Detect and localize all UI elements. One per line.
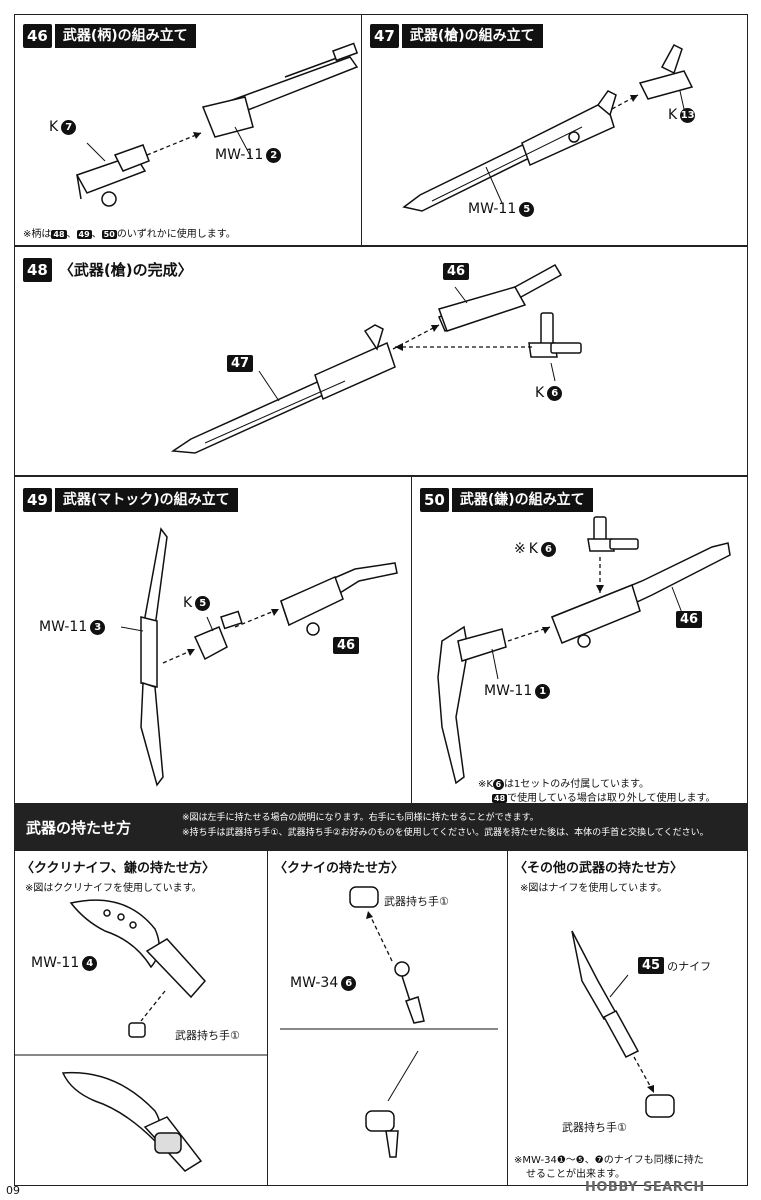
holding-col-3: 〈その他の武器の持たせ方〉 ※図はナイフを使用しています。 45 のナイフ 武器… <box>507 850 748 1186</box>
part-code: K <box>528 541 538 557</box>
ref-suffix: のナイフ <box>667 959 712 973</box>
step-label: 武器(槍)の組み立て <box>401 24 543 48</box>
part-code: K <box>49 119 59 135</box>
kukri-illustration <box>15 899 267 1172</box>
page-number: 09 <box>6 1184 20 1197</box>
col2-title: 〈クナイの持たせ方〉 <box>274 861 405 876</box>
ref-badge: 49 <box>76 230 92 239</box>
hand-label: 武器持ち手① <box>562 1121 627 1134</box>
sickle-assembly-illustration <box>437 516 731 785</box>
part-number: 6 <box>341 975 357 991</box>
step-number: 48 <box>23 258 52 282</box>
part-prefix: ※ <box>514 541 526 557</box>
banner-notes: ※図は左手に持たせる場合の説明になります。右手にも同様に持たせることができます。… <box>182 813 709 838</box>
part-number: 1 <box>535 683 551 699</box>
ref-badge-46: 46 <box>333 637 360 654</box>
ref-badge-47: 47 <box>227 355 254 372</box>
step-46-title: 46 武器(柄)の組み立て <box>23 23 196 49</box>
step-label: 武器(鎌)の組み立て <box>451 488 593 512</box>
part-code: K <box>183 595 193 611</box>
part-code: MW-11 <box>215 147 264 163</box>
part-label-mw11-2: MW-11 2 <box>215 147 282 163</box>
step-number: 46 <box>23 24 52 48</box>
part-number: 4 <box>82 955 98 971</box>
ref-badge: 50 <box>101 230 117 239</box>
ref-badge: 48 <box>492 794 508 803</box>
part-number: 3 <box>90 619 106 635</box>
hand-label: 武器持ち手① <box>175 1029 240 1042</box>
step-label: 武器(マトック)の組み立て <box>54 488 238 512</box>
step-50-title: 50 武器(鎌)の組み立て <box>420 487 593 513</box>
part-label-mw11-5: MW-11 5 <box>468 201 535 217</box>
part-number: 5 <box>519 201 535 217</box>
step-number: 50 <box>420 488 449 512</box>
step-label: 武器(柄)の組み立て <box>54 24 196 48</box>
part-label-k7: K 7 <box>49 119 77 135</box>
part-label-mw11-3: MW-11 3 <box>39 619 106 635</box>
part-code: K <box>535 385 545 401</box>
mattock-assembly-illustration <box>120 527 398 787</box>
ref-badge-46: 46 <box>676 611 703 628</box>
step-number: 49 <box>23 488 52 512</box>
step-number: 47 <box>370 24 399 48</box>
col3-bottom-note-2: せることが出来ます。 <box>526 1169 625 1180</box>
col1-note: ※図はククリナイフを使用しています。 <box>25 883 202 894</box>
part-code: MW-11 <box>31 955 80 971</box>
step-48-panel: 48 〈武器(槍)の完成〉 46 47 K 6 <box>14 246 748 476</box>
part-code: MW-34 <box>290 975 339 991</box>
spear-assembly-illustration <box>402 44 694 212</box>
step-label: 〈武器(槍)の完成〉 <box>58 261 193 279</box>
part-number: 2 <box>266 147 282 163</box>
handle-assembly-illustration <box>75 42 359 207</box>
step-49-panel: 49 武器(マトック)の組み立て K 5 MW-11 3 46 <box>14 476 412 804</box>
col3-title: 〈その他の武器の持たせ方〉 <box>514 861 684 876</box>
part-code: K <box>668 107 678 123</box>
part-number: 6 <box>492 779 504 790</box>
part-label-k6: ※ K 6 <box>514 541 556 557</box>
col1-title: 〈ククリナイフ、鎌の持たせ方〉 <box>21 861 215 876</box>
knife-illustration <box>571 930 675 1118</box>
part-number: 13 <box>680 107 696 123</box>
part-label-mw11-1: MW-11 1 <box>484 683 551 699</box>
step-49-title: 49 武器(マトック)の組み立て <box>23 487 238 513</box>
ref-badge: 48 <box>51 230 67 239</box>
part-number: 7 <box>61 119 77 135</box>
holding-col-2: 〈クナイの持たせ方〉 武器持ち手① MW-34 6 <box>267 850 508 1186</box>
col3-bottom-note-1: ※MW-34❶〜❺、❼のナイフも同様に持た <box>514 1155 704 1166</box>
col3-note: ※図はナイフを使用しています。 <box>520 883 668 894</box>
part-label-mw34-6: MW-34 6 <box>290 975 357 991</box>
step-48-title: 48 〈武器(槍)の完成〉 <box>23 257 197 283</box>
holding-col-1: 〈ククリナイフ、鎌の持たせ方〉 ※図はククリナイフを使用しています。 MW-11… <box>14 850 268 1186</box>
hand-label: 武器持ち手① <box>384 895 449 908</box>
part-code: MW-11 <box>468 201 517 217</box>
part-number: 5 <box>195 595 211 611</box>
part-label-k13: K 13 <box>668 107 696 123</box>
part-number: 6 <box>540 541 556 557</box>
part-label-mw11-4: MW-11 4 <box>31 955 98 971</box>
ref-badge-45: 45 <box>638 957 665 974</box>
part-label-k6: K 6 <box>535 385 563 401</box>
holding-banner: 武器の持たせ方 ※図は左手に持たせる場合の説明になります。右手にも同様に持たせる… <box>14 803 748 851</box>
banner-title: 武器の持たせ方 <box>26 819 132 837</box>
kunai-illustration <box>280 886 498 1158</box>
watermark: HOBBY SEARCH <box>585 1180 705 1195</box>
part-label-k5: K 5 <box>183 595 211 611</box>
step-47-title: 47 武器(槍)の組み立て <box>370 23 543 49</box>
ref-badge-46: 46 <box>443 263 470 280</box>
ref-knife-label: 45 のナイフ <box>638 957 711 974</box>
part-code: MW-11 <box>39 619 88 635</box>
step-47-panel: 47 武器(槍)の組み立て K 13 MW-11 5 <box>361 14 748 246</box>
part-code: MW-11 <box>484 683 533 699</box>
part-number: 6 <box>547 385 563 401</box>
spear-complete-illustration <box>170 263 582 454</box>
